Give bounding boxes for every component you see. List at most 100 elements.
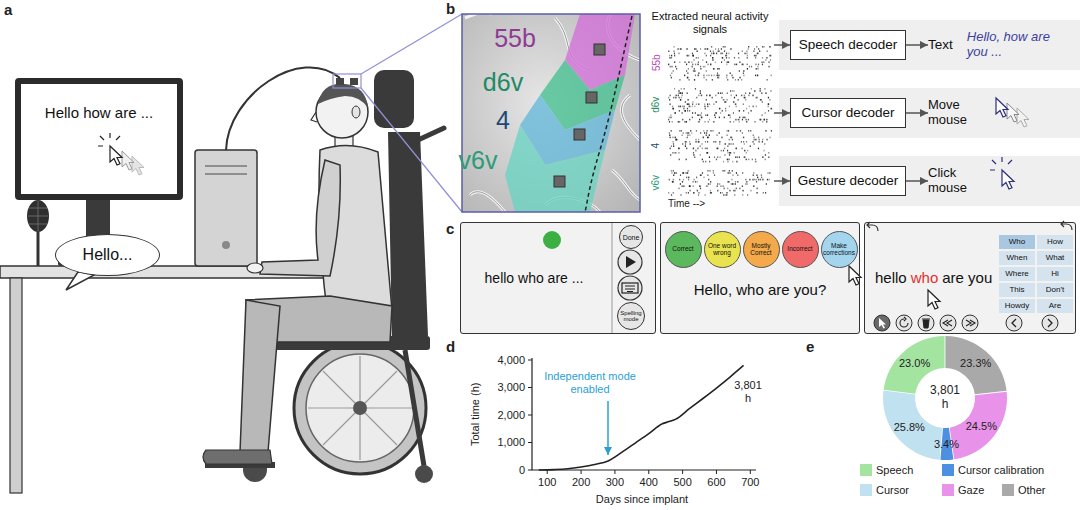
wheelchair [308, 356, 412, 460]
microphone [27, 200, 49, 232]
round-button: Spelling mode [617, 302, 645, 330]
spike-tick [704, 66, 705, 68]
label-text: 100 [538, 476, 556, 489]
wheelchair [255, 350, 424, 466]
spike-tick [729, 170, 730, 172]
microphone [27, 200, 49, 266]
spike-tick [743, 103, 744, 105]
spike-tick [763, 192, 764, 194]
spike-tick [679, 110, 680, 112]
spike-tick [695, 141, 696, 143]
spike-tick [673, 145, 674, 147]
spike-tick [709, 103, 710, 105]
spike-tick [757, 68, 758, 70]
spike-tick [749, 106, 750, 108]
spike-tick [739, 121, 740, 123]
spike-tick [762, 121, 763, 123]
spike-tick [749, 179, 750, 181]
person [203, 450, 272, 464]
spike-tick [674, 172, 675, 174]
channel-label: d6v [650, 97, 662, 113]
spike-tick [732, 90, 733, 92]
spike-tick [767, 50, 768, 52]
spike-tick [757, 66, 758, 68]
app-screen: hello who are ...DoneSpelling mode [460, 222, 656, 334]
spike-tick [761, 99, 762, 101]
spike-tick [725, 55, 726, 57]
spike-tick [715, 95, 716, 97]
spike-tick [717, 77, 718, 79]
region-label: 4 [496, 106, 510, 135]
spike-tick [696, 57, 697, 59]
spike-tick [736, 119, 737, 121]
spike-tick [767, 179, 768, 181]
person [311, 112, 317, 122]
spike-tick [729, 154, 730, 156]
spike-tick [687, 137, 688, 139]
word-option: Are [1037, 299, 1073, 313]
donut-total: 3,801 h [927, 384, 963, 412]
spike-tick [698, 139, 699, 141]
spike-tick [680, 99, 681, 101]
spike-tick [670, 66, 671, 68]
percent-label: 23.0% [899, 357, 930, 370]
spike-tick [693, 192, 694, 194]
play-button [618, 250, 642, 274]
spike-tick [698, 194, 699, 196]
spike-tick [710, 55, 711, 57]
spike-tick [721, 137, 722, 139]
spike-tick [729, 181, 730, 183]
spike-tick [722, 57, 723, 59]
spike-tick [765, 130, 766, 132]
percent-label: 23.3% [960, 357, 991, 370]
node-text: Done [623, 234, 640, 241]
spike-tick [767, 79, 768, 81]
spike-tick [757, 188, 758, 190]
spike-tick [693, 148, 694, 150]
spike-tick [694, 106, 695, 108]
spike-tick [754, 48, 755, 50]
spike-tick [671, 145, 672, 147]
spike-tick [731, 183, 732, 185]
node-text: Cursor decoder [801, 105, 894, 121]
spike-tick [701, 143, 702, 145]
spike-tick [707, 48, 708, 50]
spike-tick [693, 148, 694, 150]
label-text: d [446, 338, 455, 355]
spike-tick [684, 88, 685, 90]
spike-tick [684, 75, 685, 77]
spike-tick [727, 194, 728, 196]
spike-tick [708, 183, 709, 185]
spike-tick [722, 92, 723, 94]
spike-tick [714, 174, 715, 176]
spike-tick [691, 132, 692, 134]
spike-tick [709, 134, 710, 136]
spike-tick [684, 141, 685, 143]
spike-tick [679, 179, 680, 181]
legend-text: Cursor calibration [958, 464, 1044, 476]
spike-tick [687, 77, 688, 79]
spike-tick [669, 179, 670, 181]
label-text: 200 [572, 476, 590, 489]
node-text: Where [1005, 270, 1029, 278]
spike-tick [701, 117, 702, 119]
spike-tick [687, 110, 688, 112]
spike-tick [699, 185, 700, 187]
play-button [626, 256, 636, 268]
spike-tick [688, 170, 689, 172]
spike-tick [727, 61, 728, 63]
spike-tick [747, 194, 748, 196]
node-text: Don't [1046, 286, 1064, 294]
node-text: Extracted neural activity signals [646, 10, 774, 35]
spike-tick [720, 112, 721, 114]
spike-tick [673, 179, 674, 181]
spike-tick [748, 48, 749, 50]
spike-tick [768, 66, 769, 68]
spike-tick [747, 55, 748, 57]
spike-tick [703, 161, 704, 163]
spike-tick [680, 99, 681, 101]
donut-segment [883, 391, 942, 460]
person [203, 78, 392, 464]
spike-tick [736, 130, 737, 132]
spike-tick [682, 185, 683, 187]
